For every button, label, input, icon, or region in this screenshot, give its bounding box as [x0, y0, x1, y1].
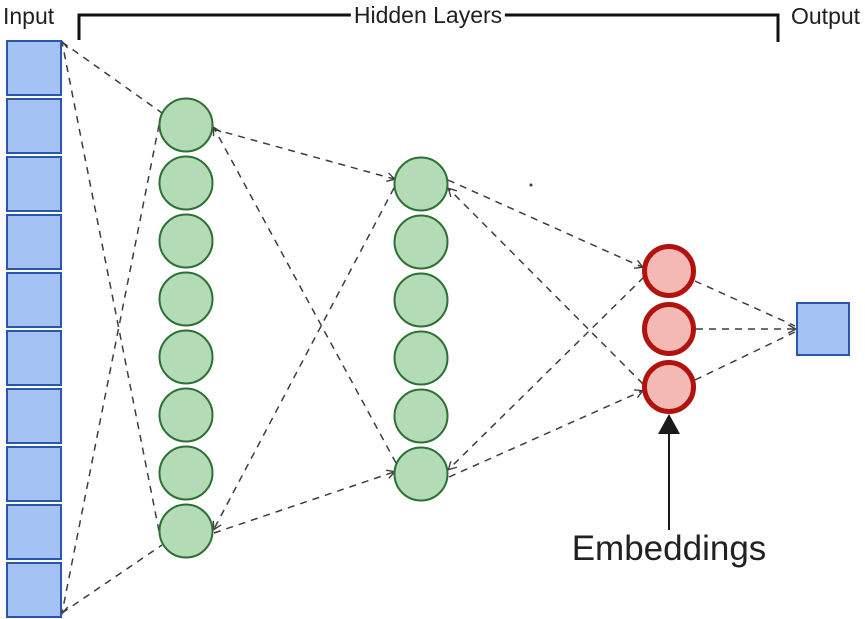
- connection-line: [61, 41, 163, 114]
- connection-line: [58, 124, 160, 616]
- input-layer-node-3: [6, 156, 62, 212]
- input-layer-node-9: [6, 504, 62, 560]
- connection-line: [694, 331, 796, 381]
- hidden-layer-2: [393, 156, 449, 502]
- embedding-layer-node-1: [642, 244, 696, 298]
- embeddings-label: Embeddings: [571, 529, 767, 568]
- connection-line: [212, 187, 395, 532]
- input-layer-label: Input: [3, 3, 55, 29]
- hidden-layer-1-node-8: [158, 503, 214, 559]
- hidden-layer-2-node-1: [393, 156, 449, 212]
- embeddings-arrow: [658, 414, 680, 530]
- connections: [58, 39, 798, 616]
- input-layer-node-7: [6, 388, 62, 444]
- connection-line: [212, 126, 397, 464]
- embedding-layer-node-2: [642, 302, 696, 356]
- input-layer: [6, 40, 62, 618]
- hidden-layer-1-node-4: [158, 271, 214, 327]
- connection-line: [61, 544, 163, 614]
- connection-line: [694, 280, 796, 327]
- input-layer-node-1: [6, 40, 62, 96]
- hidden-layer-1-node-7: [158, 445, 214, 501]
- connection-line: [58, 39, 160, 532]
- connection-line: [447, 187, 644, 385]
- input-layer-node-8: [6, 446, 62, 502]
- hidden-layer-2-node-3: [393, 272, 449, 328]
- output-layer: [796, 302, 850, 356]
- connection-line: [447, 276, 645, 471]
- connection-line: [213, 469, 397, 534]
- hidden-layer-1-node-6: [158, 387, 214, 443]
- input-layer-node-6: [6, 330, 62, 386]
- output-layer-label: Output: [791, 3, 861, 29]
- hidden-layer-1-node-2: [158, 155, 214, 211]
- hidden-layers-label: Hidden Layers: [350, 2, 506, 29]
- hidden-layer-1-node-5: [158, 329, 214, 385]
- input-layer-node-10: [6, 562, 62, 618]
- embedding-layer-node-3: [642, 360, 696, 414]
- hidden-layer-2-node-2: [393, 214, 449, 270]
- hidden-layer-1-node-1: [158, 97, 214, 153]
- input-layer-node-4: [6, 214, 62, 270]
- hidden-layer-1: [158, 97, 214, 559]
- hidden-layer-1-node-3: [158, 213, 214, 269]
- connection-line: [448, 389, 645, 478]
- input-layer-node-2: [6, 98, 62, 154]
- stray-mark: [529, 183, 533, 187]
- connection-line: [447, 179, 645, 269]
- embeddings-arrowhead-icon: [658, 414, 680, 434]
- connection-line: [212, 128, 397, 182]
- hidden-layer-2-node-4: [393, 330, 449, 386]
- hidden-layer-2-node-5: [393, 388, 449, 444]
- hidden-layer-2-node-6: [393, 446, 449, 502]
- input-layer-node-5: [6, 272, 62, 328]
- output-layer-node-1: [796, 302, 850, 356]
- embedding-layer: [642, 244, 696, 414]
